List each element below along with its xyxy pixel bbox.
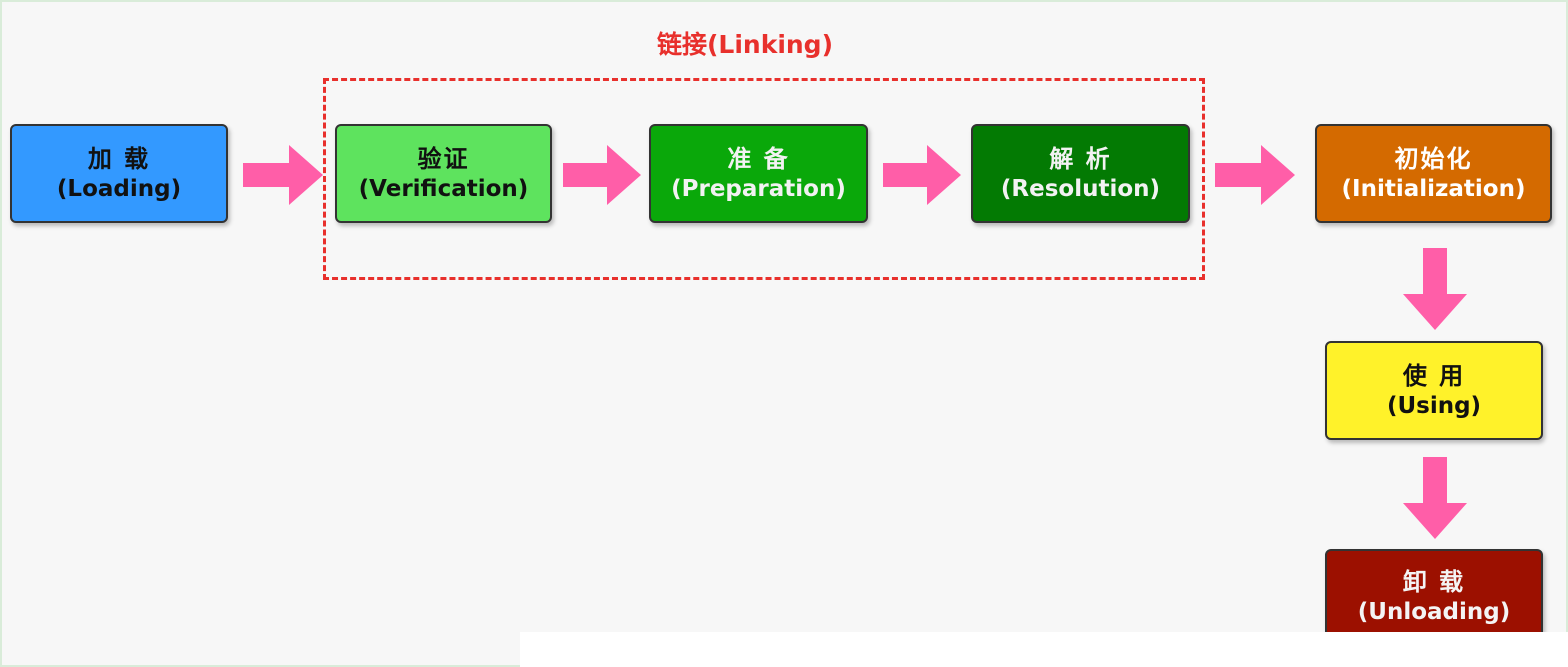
stage-unloading-zh: 卸 载 (1402, 568, 1466, 596)
stage-resolution-zh: 解 析 (1049, 144, 1112, 173)
arrow-preparation-to-resolution (883, 145, 961, 205)
stage-verification-en: (Verification) (358, 175, 529, 202)
stage-preparation-zh: 准 备 (727, 144, 790, 173)
stage-verification: 验证 (Verification) (335, 124, 552, 223)
stage-resolution: 解 析 (Resolution) (971, 124, 1190, 223)
linking-group-frame (323, 78, 1205, 280)
arrow-initialization-to-using (1403, 248, 1467, 330)
arrow-verification-to-preparation (563, 145, 641, 205)
linking-group-title: 链接(Linking) (656, 30, 834, 59)
stage-preparation: 准 备 (Preparation) (649, 124, 868, 223)
arrow-resolution-to-initialization (1215, 145, 1295, 205)
stage-using-zh: 使 用 (1402, 361, 1466, 390)
stage-loading: 加 载 (Loading) (10, 124, 228, 223)
stage-loading-en: (Loading) (56, 175, 182, 202)
stage-unloading-en: (Unloading) (1357, 599, 1511, 625)
bottom-strip (520, 632, 1568, 667)
stage-loading-zh: 加 载 (87, 144, 151, 173)
arrow-loading-to-verification (243, 145, 323, 205)
stage-resolution-en: (Resolution) (1000, 175, 1161, 202)
stage-initialization-en: (Initialization) (1341, 175, 1526, 202)
stage-initialization: 初始化 (Initialization) (1315, 124, 1552, 223)
stage-preparation-en: (Preparation) (671, 175, 846, 202)
stage-initialization-zh: 初始化 (1394, 144, 1473, 173)
arrow-using-to-unloading (1403, 457, 1467, 539)
stage-verification-zh: 验证 (417, 144, 470, 173)
stage-using: 使 用 (Using) (1325, 341, 1543, 440)
stage-using-en: (Using) (1386, 392, 1482, 419)
